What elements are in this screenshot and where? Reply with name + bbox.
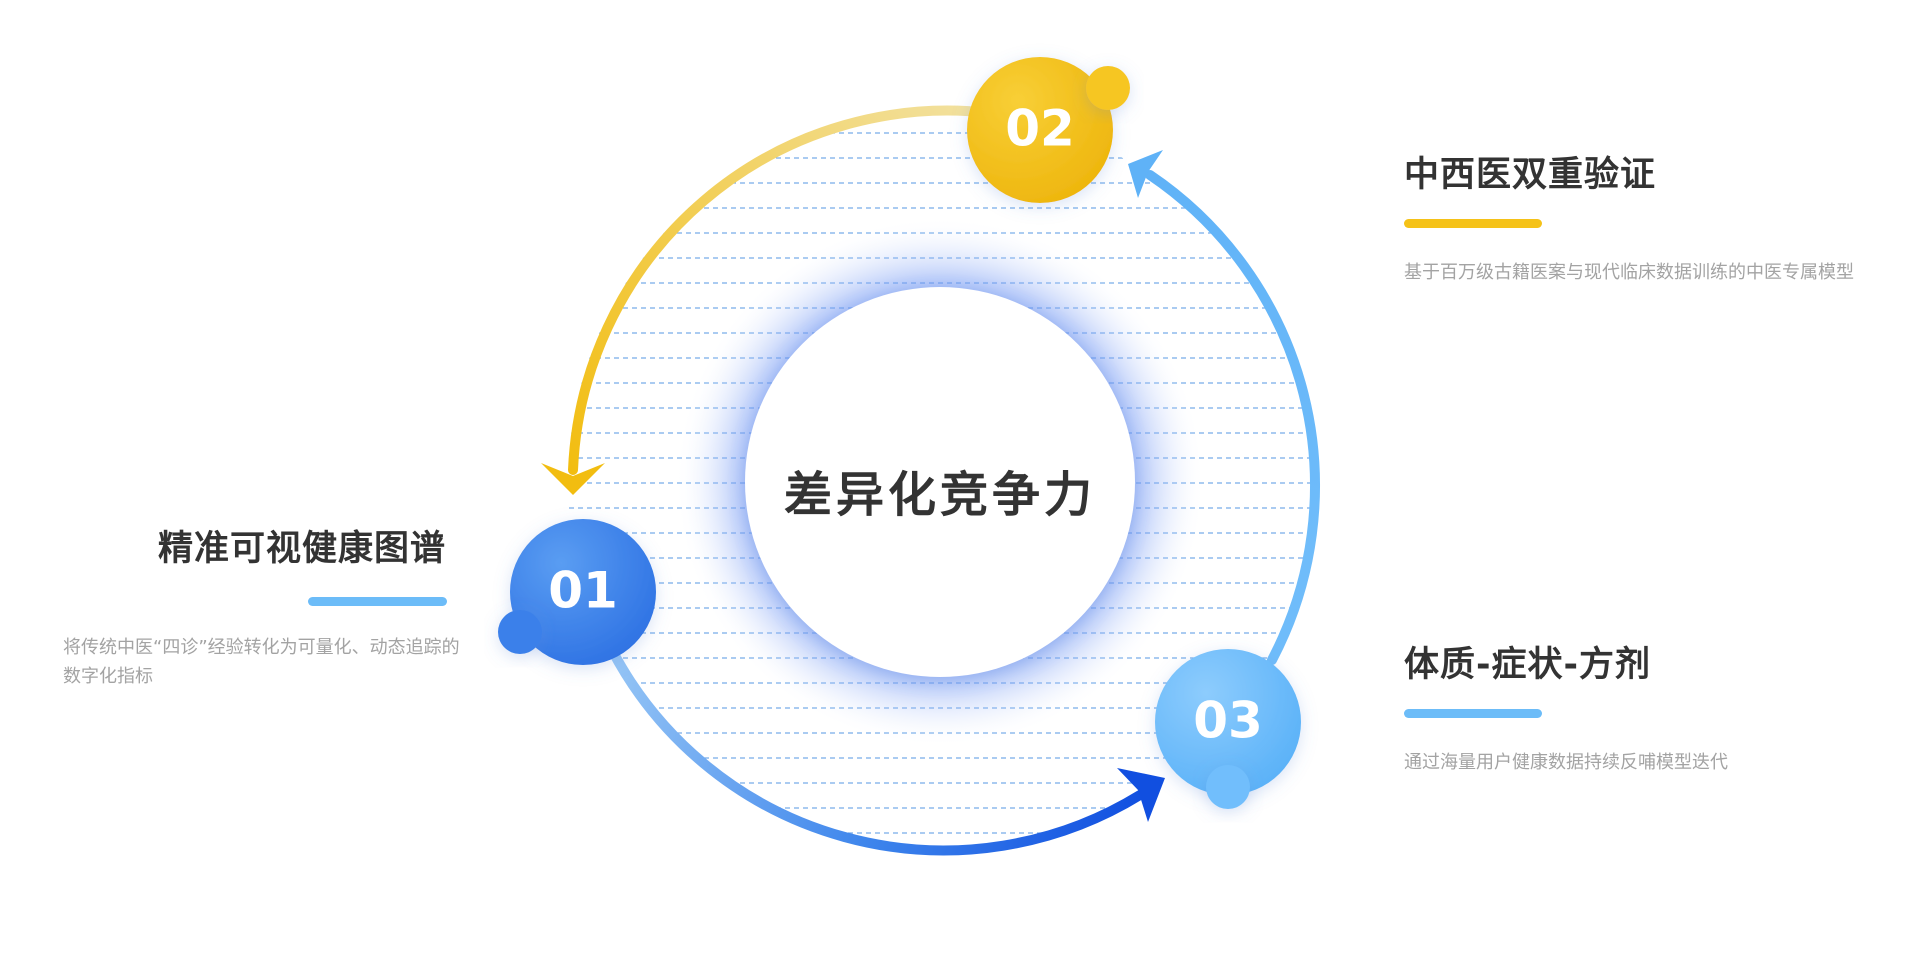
arrow-head-light-blue [1128, 150, 1163, 198]
feature-03-title: 体质-症状-方剂 [1404, 645, 1652, 685]
arc-blue [607, 645, 1145, 856]
node-02-label: 02 [1005, 100, 1075, 158]
node-03: 03 [1155, 649, 1301, 809]
node-02-circle [967, 57, 1113, 203]
center-circle [745, 287, 1135, 677]
feature-02-description: 基于百万级古籍医案与现代临床数据训练的中医专属模型 [1404, 262, 1854, 283]
node-01-circle [510, 519, 656, 665]
feature-02-title: 中西医双重验证 [1404, 155, 1657, 195]
center-label: 差异化竞争力 [784, 467, 1096, 523]
node-03-bubble [1206, 765, 1250, 809]
arc-light-blue [1145, 170, 1320, 665]
feature-01-title: 精准可视健康图谱 [157, 529, 446, 569]
arrow-head-yellow [541, 463, 605, 495]
node-02-bubble [1086, 66, 1130, 110]
feature-03-description: 通过海量用户健康数据持续反哺模型迭代 [1404, 752, 1728, 773]
node-01-label: 01 [548, 562, 618, 620]
arc-yellow [568, 105, 995, 475]
node-03-label: 03 [1193, 692, 1263, 750]
arrow-head-blue [1117, 768, 1165, 822]
feature-01-description: 将传统中医“四诊”经验转化为可量化、动态追踪的数字化指标 [63, 637, 460, 687]
node-03-circle [1155, 649, 1301, 795]
node-02: 02 [967, 57, 1130, 203]
node-01-bubble [498, 610, 542, 654]
feature-02-bar [1404, 219, 1542, 228]
feature-03-bar [1404, 709, 1542, 718]
feature-01-bar [308, 597, 447, 606]
node-01: 01 [498, 519, 656, 665]
